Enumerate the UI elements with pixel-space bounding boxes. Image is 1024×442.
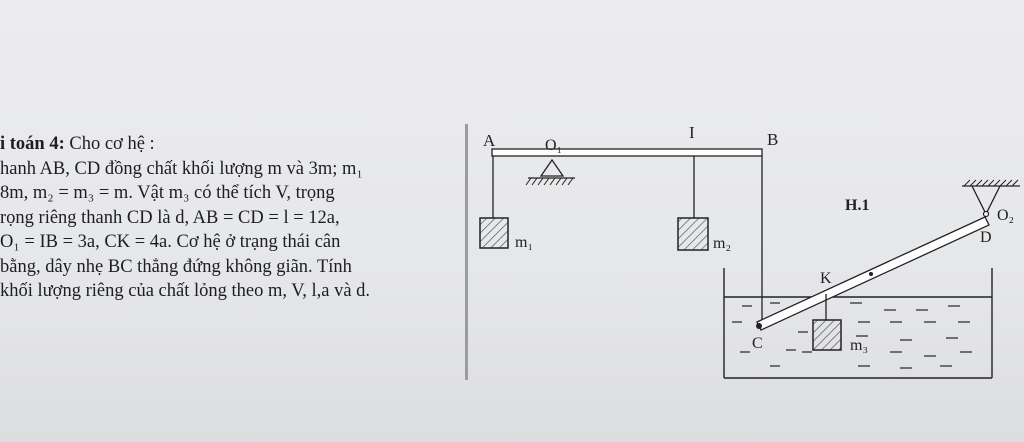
problem-line-2: hanh AB, CD đồng chất khối lượng m và 3m… <box>0 158 363 179</box>
label-h1: H.1 <box>845 197 869 214</box>
bar-ab <box>491 148 763 157</box>
figure-divider <box>465 124 468 380</box>
problem-line-3: 8m, m₂ = m₃ = m. Vật m₃ có thể tích V, t… <box>0 183 335 203</box>
pivot-o2-icon <box>962 179 1020 218</box>
mass-m1-block <box>479 217 509 249</box>
problem-line-1: i toán 4: Cho cơ hệ : <box>0 132 462 157</box>
label-m3: m₃ <box>850 337 868 354</box>
label-o1: O₁ <box>545 137 562 154</box>
label-o2: O₂ <box>997 207 1014 224</box>
label-m1: m₁ <box>515 234 533 251</box>
label-i: I <box>689 123 695 142</box>
rod-cd <box>756 216 990 331</box>
problem-line-6: bằng, dây nhẹ BC thẳng đứng không giãn. … <box>0 256 352 277</box>
liquid-container <box>723 268 993 379</box>
problem-intro: Cho cơ hệ : <box>64 134 155 154</box>
mass-m3-block <box>812 319 842 351</box>
label-k: K <box>820 270 832 287</box>
label-c: C <box>752 335 763 352</box>
label-m2: m₂ <box>713 235 731 252</box>
label-a: A <box>483 131 496 150</box>
label-d: D <box>980 229 992 246</box>
liquid-surface-dashes <box>732 302 972 369</box>
problem-text: i toán 4: Cho cơ hệ : hanh AB, CD đồng c… <box>0 132 462 304</box>
label-b: B <box>767 130 778 149</box>
problem-line-7: khối lượng riêng của chất lỏng theo m, V… <box>0 281 371 301</box>
problem-line-4: rọng riêng thanh CD là d, AB = CD = l = … <box>0 207 340 228</box>
problem-heading: i toán 4: <box>0 134 65 154</box>
problem-line-5: O₁ = IB = 3a, CK = 4a. Cơ hệ ở trạng thá… <box>0 232 341 252</box>
mass-m2-block <box>677 217 709 251</box>
pivot-o1-icon <box>525 158 575 186</box>
